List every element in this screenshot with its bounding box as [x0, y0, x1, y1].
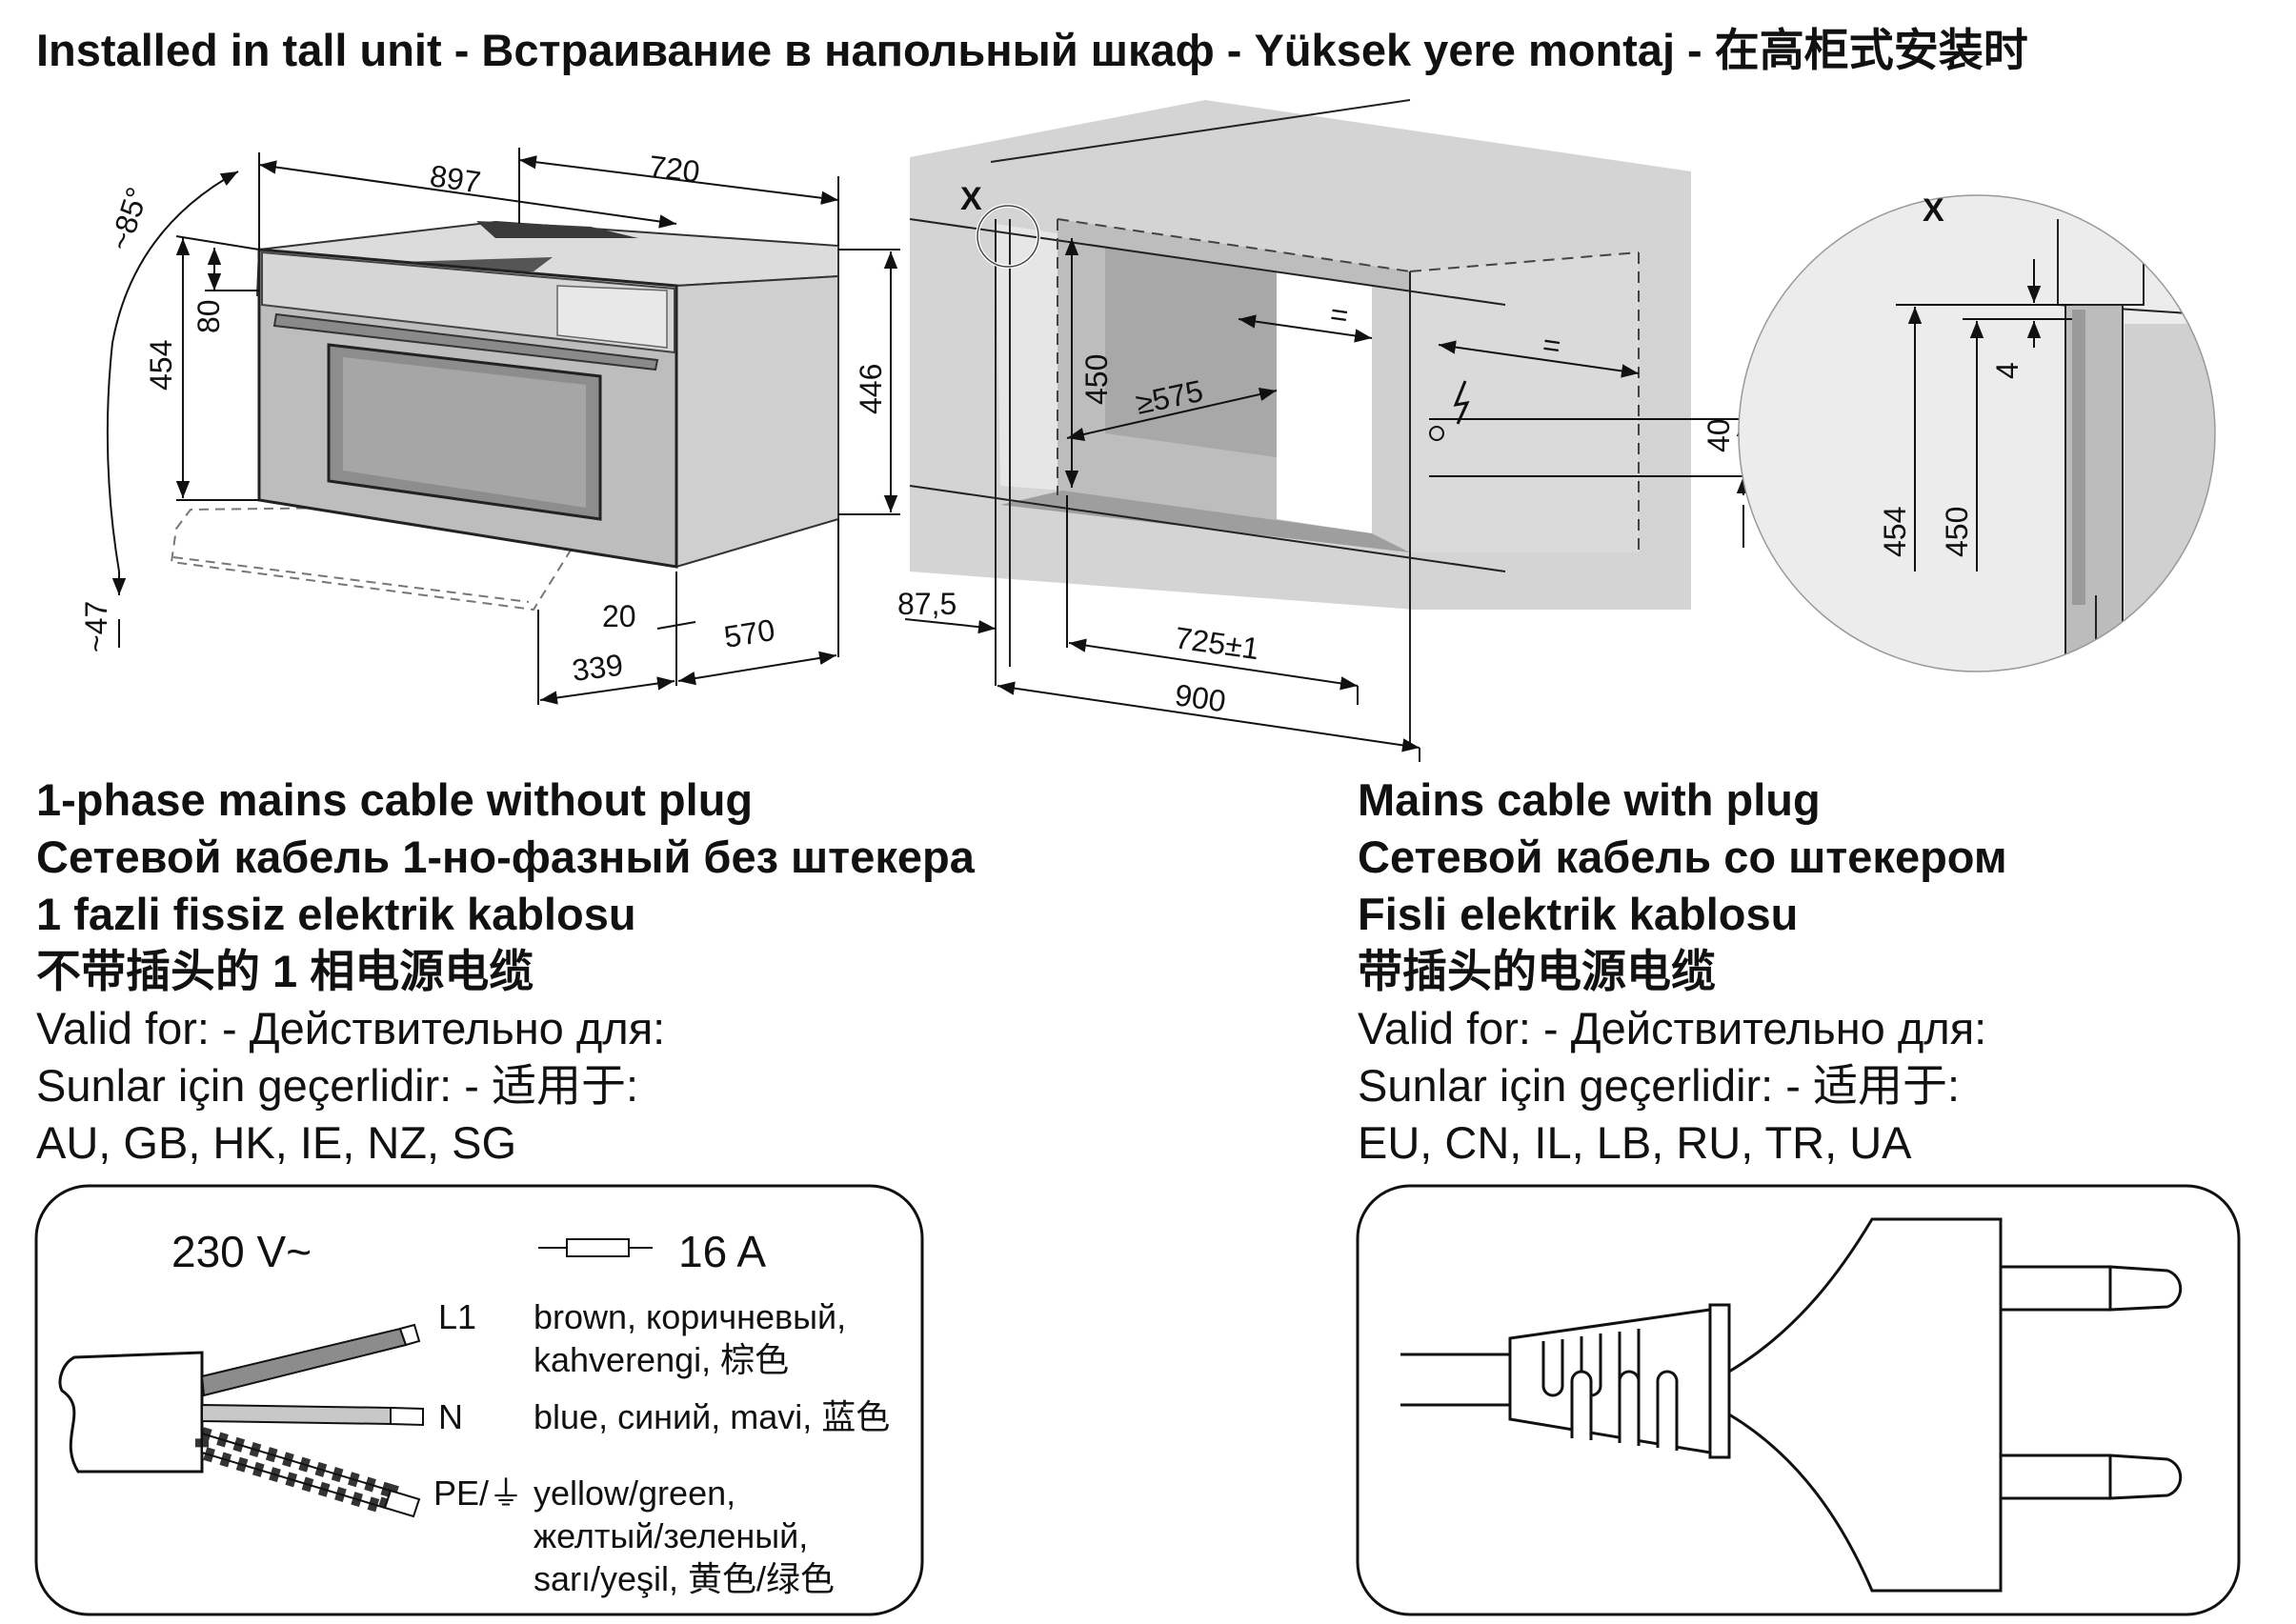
oven-dimension-labels: 897 720 ~85° 80 454 446 ~47 20 570 339 [79, 149, 888, 688]
detail-dim-4: 4 [1990, 362, 2024, 379]
socket-icon [1429, 426, 1444, 441]
dim-450: 450 [1079, 354, 1114, 405]
wire-n [201, 1403, 392, 1426]
pe-color-2: желтый/зеленый, [534, 1516, 808, 1555]
niche-dimensions [904, 238, 1753, 762]
detail-marker-x: X [1923, 192, 1944, 229]
niche-dimension-labels: X 450 ≥575 = = 40 87,5 725±1 900 [897, 181, 1736, 718]
right-heading-tr: Fisli elektrik kablosu [1358, 889, 1799, 939]
pe-color-3: sarı/yeşil, 黄色/绿色 [534, 1559, 835, 1598]
dim-20: 20 [602, 599, 636, 633]
n-label: N [438, 1397, 463, 1436]
detail-dim-450: 450 [1940, 507, 1974, 557]
dim-47: ~47 [79, 601, 113, 652]
right-heading-ru: Сетевой кабель со штекером [1358, 832, 2007, 882]
dim-897: 897 [428, 158, 483, 199]
left-heading-ru: Сетевой кабель 1-но-фазный без штекера [36, 832, 975, 882]
dim-87-5: 87,5 [897, 587, 957, 621]
detail-x-labels: X 4 454 450 [1878, 192, 2024, 557]
electric-hazard-icon [1453, 380, 1470, 425]
dim-570: 570 [721, 612, 776, 654]
n-color: blue, синий, mavi, 蓝色 [534, 1397, 890, 1436]
dim-85deg: ~85° [102, 183, 154, 254]
section-cable-without-plug: 1-phase mains cable without plug Сетевой… [36, 772, 975, 1172]
niche-drawing [909, 99, 1691, 743]
left-valid-2: Sunlar için geçerlidir: - 适用于: [36, 1060, 639, 1111]
l1-color-2: kahverengi, 棕色 [534, 1340, 789, 1379]
left-valid-1: Valid for: - Действительно для: [36, 1003, 666, 1053]
right-valid-2: Sunlar için geçerlidir: - 适用于: [1358, 1060, 1961, 1111]
plug-box [1356, 1184, 2241, 1616]
l1-color-1: brown, коричневый, [534, 1297, 846, 1336]
dim-725: 725±1 [1173, 620, 1261, 666]
left-heading-tr: 1 fazli fissiz elektrik kablosu [36, 889, 636, 939]
dim-446: 446 [854, 364, 888, 414]
fuse-label: 16 A [678, 1227, 766, 1276]
plug-icon [1400, 1217, 2183, 1593]
section-cable-with-plug: Mains cable with plug Сетевой кабель со … [1358, 772, 2007, 1172]
l1-label: L1 [438, 1297, 476, 1336]
oven-dimensions [106, 148, 900, 705]
dim-720: 720 [647, 149, 701, 189]
page-title: Installed in tall unit - Встраивание в н… [36, 25, 2028, 75]
dim-454: 454 [144, 340, 178, 391]
left-countries: AU, GB, HK, IE, NZ, SG [36, 1117, 517, 1168]
left-heading-zh: 不带插头的 1 相电源电缆 [36, 946, 534, 996]
dim-900: 900 [1173, 677, 1228, 718]
wiring-box: 230 V~ 16 A L1 brown, коричневый, kahver… [34, 1184, 924, 1616]
fuse-icon [538, 1238, 653, 1257]
oven-drawing [170, 220, 839, 612]
detail-dim-454: 454 [1878, 507, 1912, 557]
eq-1: = [1328, 296, 1351, 332]
dim-40: 40 [1702, 418, 1736, 452]
pe-color-1: yellow/green, [534, 1474, 735, 1513]
right-heading-en: Mains cable with plug [1358, 774, 1821, 825]
cable-sheath [58, 1351, 204, 1474]
right-countries: EU, CN, IL, LB, RU, TR, UA [1358, 1117, 1912, 1168]
dim-80: 80 [191, 299, 226, 333]
left-heading-en: 1-phase mains cable without plug [36, 774, 754, 825]
dim-339: 339 [570, 648, 624, 688]
voltage-label: 230 V~ [171, 1227, 312, 1276]
marker-x: X [960, 181, 982, 217]
detail-x-drawing [1738, 194, 2216, 672]
detail-x-dimensions [1896, 259, 2072, 571]
eq-2: = [1541, 327, 1563, 363]
right-heading-zh: 带插头的电源电缆 [1358, 946, 1716, 996]
pe-label: PE/⏚ [433, 1474, 523, 1513]
right-valid-1: Valid for: - Действительно для: [1358, 1003, 1987, 1053]
